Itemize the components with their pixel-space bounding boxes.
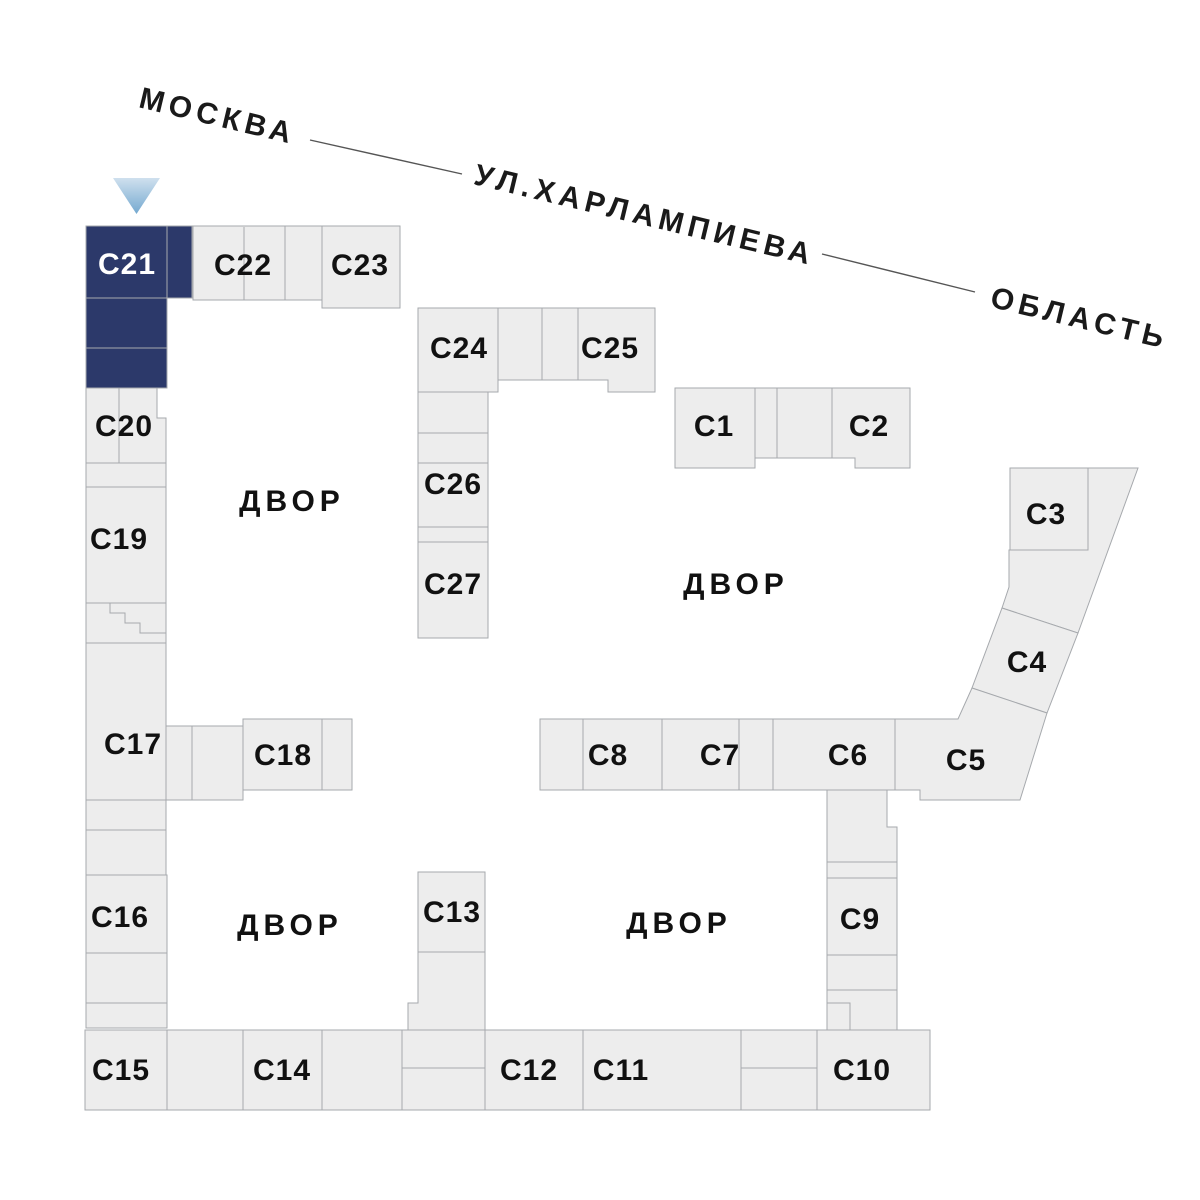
building-c5-shape[interactable]: [894, 687, 1048, 801]
building-c9-shape[interactable]: [826, 877, 898, 956]
building-c26-shape[interactable]: [417, 462, 489, 528]
building-c5-label: С5: [946, 744, 986, 777]
building-c1-label: С1: [694, 410, 734, 443]
building-c2-shape[interactable]: [831, 387, 911, 469]
building-c12-label: С12: [500, 1054, 558, 1087]
building-c17-shape[interactable]: [85, 642, 167, 801]
building-c19-shape[interactable]: [85, 486, 167, 604]
building-c16-label: С16: [91, 901, 149, 934]
building-c14-label: С14: [253, 1054, 311, 1087]
building-c7-label: С7: [700, 739, 740, 772]
building-c27-label: С27: [424, 568, 482, 601]
building-c17-label: С17: [104, 728, 162, 761]
street-line: [821, 253, 976, 293]
building-c24-label: С24: [430, 332, 488, 365]
street-label-kharlampieva: УЛ.ХАРЛАМПИЕВА: [471, 159, 818, 273]
courtyard-label-bottom-left: ДВОР: [237, 909, 343, 942]
courtyard-label-top-left: ДВОР: [239, 485, 345, 518]
courtyard-label-top-right: ДВОР: [683, 568, 789, 601]
building-c4-label: С4: [1007, 646, 1047, 679]
location-marker-icon: [113, 178, 160, 214]
building-c8-shape[interactable]: [582, 718, 663, 791]
building-c25-shape[interactable]: [577, 307, 656, 393]
building-c21-label: С21: [98, 248, 156, 281]
building-c1-shape[interactable]: [674, 387, 756, 469]
building-c10-shape[interactable]: [816, 1029, 931, 1111]
building-c19-label: С19: [90, 523, 148, 556]
building-c14-shape[interactable]: [242, 1029, 323, 1111]
building-c18-label: С18: [254, 739, 312, 772]
building-c15-shape[interactable]: [84, 1029, 168, 1111]
building-c11-label: С11: [593, 1054, 649, 1087]
building-c13-label: С13: [423, 896, 481, 929]
building-c22-label: С22: [214, 249, 272, 282]
building-c8-label: С8: [588, 739, 628, 772]
building-c22-shape[interactable]: [192, 225, 286, 301]
building-c3-label: С3: [1026, 498, 1066, 531]
building-c20-shape[interactable]: [85, 387, 167, 464]
building-c24-shape[interactable]: [417, 307, 499, 393]
building-c6-shape[interactable]: [772, 718, 896, 791]
street-label-oblast: ОБЛАСТЬ: [987, 281, 1172, 356]
building-c20-label: С20: [95, 410, 153, 443]
building-c10-label: С10: [833, 1054, 891, 1087]
building-c2-label: С2: [849, 410, 889, 443]
street-label-moscow: МОСКВА: [136, 82, 299, 151]
building-c3-shape[interactable]: [1009, 467, 1089, 551]
building-c13-shape[interactable]: [417, 871, 486, 953]
street-line: [309, 139, 463, 175]
building-c18-shape[interactable]: [242, 718, 323, 791]
building-c12-shape[interactable]: [484, 1029, 584, 1111]
building-c23-shape[interactable]: [321, 225, 401, 309]
building-c6-label: С6: [828, 739, 868, 772]
building-c27-shape[interactable]: [417, 541, 489, 639]
building-c15-label: С15: [92, 1054, 150, 1087]
building-c23-label: С23: [331, 249, 389, 282]
courtyard-label-bottom-right: ДВОР: [626, 907, 732, 940]
plan-divider-lines: [86, 226, 851, 1069]
building-c16-shape[interactable]: [85, 874, 168, 954]
building-c26-label: С26: [424, 468, 482, 501]
building-c25-label: С25: [581, 332, 639, 365]
building-c9-label: С9: [840, 903, 880, 936]
